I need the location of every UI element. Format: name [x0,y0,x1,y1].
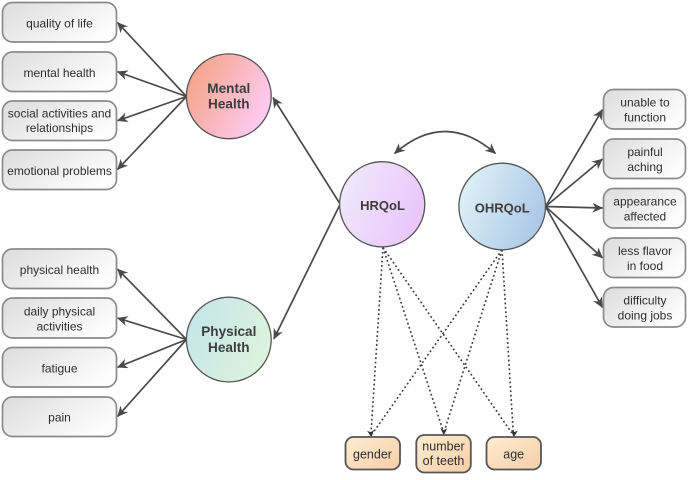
svg-text:appearance: appearance [613,195,677,209]
svg-text:OHRQoL: OHRQoL [475,201,530,216]
svg-text:function: function [624,111,666,125]
svg-text:HRQoL: HRQoL [360,198,405,213]
svg-text:doing jobs: doing jobs [618,309,673,323]
svg-text:physical health: physical health [20,263,99,277]
svg-text:emotional problems: emotional problems [7,164,112,178]
svg-text:of teeth: of teeth [423,454,465,468]
svg-text:activities: activities [36,319,82,333]
svg-text:age: age [503,448,524,462]
svg-text:mental health: mental health [23,66,95,80]
svg-text:unable to: unable to [620,96,670,110]
svg-text:less flavor: less flavor [618,244,672,258]
svg-text:Health: Health [208,340,250,355]
svg-text:number: number [422,440,464,454]
svg-text:relationships: relationships [26,121,93,135]
svg-text:fatigue: fatigue [41,361,77,375]
svg-text:difficulty: difficulty [623,294,666,308]
svg-text:daily physical: daily physical [24,305,95,319]
svg-text:Physical: Physical [201,324,256,339]
svg-text:Health: Health [208,97,250,112]
svg-text:Mental: Mental [207,81,250,96]
svg-text:affected: affected [624,210,666,224]
svg-text:pain: pain [48,411,71,425]
svg-text:gender: gender [353,448,392,462]
svg-text:in food: in food [627,259,663,273]
svg-text:social activities and: social activities and [8,107,111,121]
svg-text:aching: aching [627,160,662,174]
svg-text:painful: painful [627,145,662,159]
svg-text:quality of life: quality of life [26,16,93,30]
